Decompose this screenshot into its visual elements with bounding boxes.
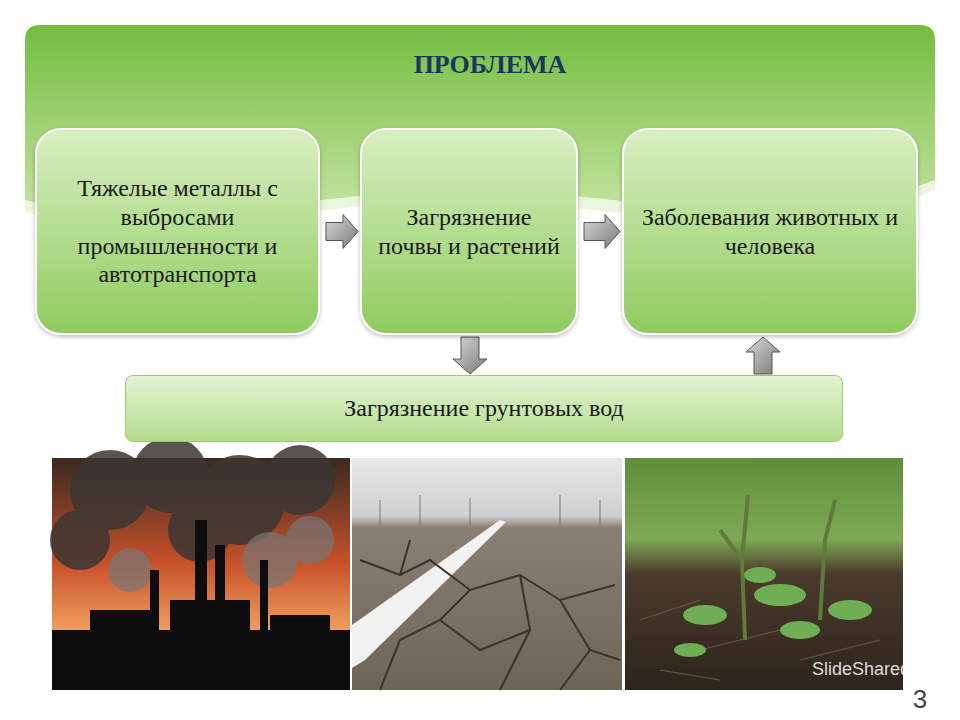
process-box: Тяжелые металлы с выбросами промышленнос… (35, 128, 320, 335)
watermark: SlideShared (760, 660, 910, 678)
page-number: 3 (900, 686, 940, 712)
plant-photo (625, 458, 903, 690)
process-box: Загрязнение почвы и растений (360, 128, 578, 335)
box-text: Загрязнение почвы и растений (374, 203, 564, 261)
block-arrow (453, 337, 487, 374)
slide-title: ПРОБЛЕМА (0, 50, 960, 80)
process-box: Заболевания животных и человека (622, 128, 918, 335)
block-arrow (326, 215, 358, 249)
block-arrow (746, 337, 780, 374)
box-text: Заболевания животных и человека (636, 203, 904, 261)
box-text: Тяжелые металлы с выбросами промышленнос… (49, 174, 306, 289)
box-text: Загрязнение грунтовых вод (344, 394, 624, 423)
cracked-earth-photo (352, 458, 622, 690)
process-band: Загрязнение грунтовых вод (125, 375, 843, 442)
block-arrow (584, 215, 620, 249)
factory-photo (50, 437, 350, 690)
